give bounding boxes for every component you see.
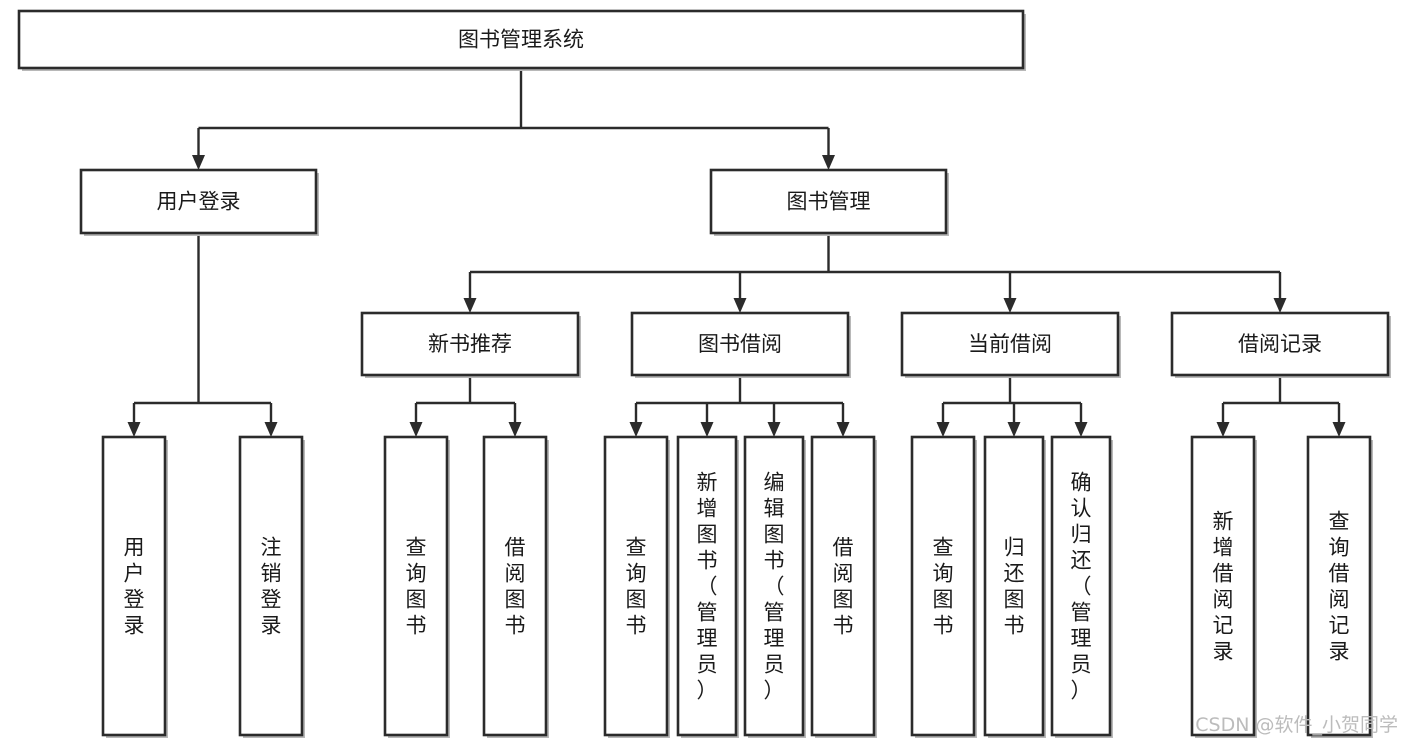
node-label: 查询借阅记录	[1329, 509, 1350, 663]
node-rect	[238, 435, 304, 737]
node-rect	[1050, 435, 1112, 737]
node-label: 归还图书	[1004, 535, 1025, 637]
node-leaf-query-book-recommend[interactable]: 查询图书	[383, 435, 450, 738]
edge-user-login-arrow-0	[127, 422, 141, 437]
node-leaf-query-borrow-record[interactable]: 查询借阅记录	[1306, 435, 1373, 738]
edge-current-borrow-arrow-1	[1007, 422, 1021, 437]
node-label: 用户登录	[157, 190, 241, 214]
edge-new-book-recommend-arrow-0	[409, 422, 423, 437]
edge-user-login-arrow-1	[264, 422, 278, 437]
edge-book-manage-arrow-3	[1273, 298, 1287, 313]
node-rect	[630, 311, 850, 377]
node-leaf-query-book-borrow[interactable]: 查询图书	[603, 435, 670, 738]
node-leaf-borrow-book[interactable]: 借阅图书	[810, 435, 877, 738]
node-label: 图书管理系统	[458, 28, 584, 52]
node-new-book-recommend[interactable]: 新书推荐	[360, 311, 581, 378]
node-leaf-confirm-return[interactable]: 确认归还（管理员）	[1050, 435, 1113, 738]
edge-root-arrow-1	[822, 155, 835, 170]
node-rect	[983, 435, 1045, 737]
node-rect	[1306, 435, 1372, 737]
node-label: 借阅图书	[833, 535, 854, 637]
node-label: 注销登录	[261, 535, 282, 637]
node-rect	[101, 435, 167, 737]
node-label: 查询图书	[406, 535, 427, 637]
node-leaf-edit-book[interactable]: 编辑图书（管理员）	[743, 435, 806, 738]
node-rect	[17, 9, 1025, 70]
node-rect	[603, 435, 669, 737]
node-label: 新增借阅记录	[1213, 509, 1234, 663]
edge-new-book-recommend-arrow-1	[508, 422, 522, 437]
node-root[interactable]: 图书管理系统	[17, 9, 1026, 71]
node-label: 编辑图书（管理员）	[764, 470, 785, 702]
node-rect	[900, 311, 1120, 377]
node-leaf-user-login[interactable]: 用户登录	[101, 435, 168, 738]
edge-borrow-record-arrow-0	[1216, 422, 1230, 437]
node-rect	[1170, 311, 1390, 377]
node-current-borrow[interactable]: 当前借阅	[900, 311, 1121, 378]
node-label: 新增图书（管理员）	[697, 470, 718, 702]
nodes-layer: 图书管理系统用户登录图书管理新书推荐图书借阅当前借阅借阅记录用户登录注销登录查询…	[17, 9, 1391, 738]
node-leaf-user-logout[interactable]: 注销登录	[238, 435, 305, 738]
node-label: 借阅记录	[1238, 332, 1322, 356]
node-rect	[482, 435, 548, 737]
node-label: 借阅图书	[505, 535, 526, 637]
node-rect	[79, 168, 318, 235]
node-rect	[360, 311, 580, 377]
node-leaf-query-book-current[interactable]: 查询图书	[910, 435, 977, 738]
node-label: 查询图书	[626, 535, 647, 637]
csdn-watermark: CSDN @软件_小贺同学	[1195, 714, 1398, 736]
node-leaf-return-book[interactable]: 归还图书	[983, 435, 1046, 738]
node-leaf-add-book[interactable]: 新增图书（管理员）	[676, 435, 739, 738]
node-leaf-borrow-book-recommend[interactable]: 借阅图书	[482, 435, 549, 738]
edge-book-manage-arrow-1	[733, 298, 747, 313]
node-rect	[910, 435, 976, 737]
node-rect	[810, 435, 876, 737]
node-rect	[676, 435, 738, 737]
edge-book-borrow-arrow-0	[629, 422, 643, 437]
edge-book-borrow-arrow-1	[700, 422, 714, 437]
node-leaf-add-borrow-record[interactable]: 新增借阅记录	[1190, 435, 1257, 738]
node-user-login[interactable]: 用户登录	[79, 168, 319, 236]
node-label: 图书管理	[787, 190, 871, 214]
node-label: 图书借阅	[698, 332, 782, 356]
node-book-manage[interactable]: 图书管理	[709, 168, 949, 236]
edge-root-arrow-0	[192, 155, 205, 170]
edge-book-manage-arrow-0	[463, 298, 477, 313]
edge-book-borrow-arrow-2	[767, 422, 781, 437]
connector-edges-layer	[127, 68, 1346, 437]
node-label: 当前借阅	[968, 332, 1052, 356]
edge-book-borrow-arrow-3	[836, 422, 850, 437]
edge-current-borrow-arrow-0	[936, 422, 950, 437]
node-label: 新书推荐	[428, 332, 512, 356]
node-book-borrow[interactable]: 图书借阅	[630, 311, 851, 378]
edge-borrow-record-arrow-1	[1332, 422, 1346, 437]
node-label: 确认归还（管理员）	[1071, 470, 1092, 702]
node-label: 用户登录	[124, 535, 145, 637]
edge-current-borrow-arrow-2	[1074, 422, 1088, 437]
node-rect	[709, 168, 948, 235]
node-label: 查询图书	[933, 535, 954, 637]
node-rect	[1190, 435, 1256, 737]
node-rect	[383, 435, 449, 737]
edge-book-manage-arrow-2	[1003, 298, 1017, 313]
node-rect	[743, 435, 805, 737]
node-borrow-record[interactable]: 借阅记录	[1170, 311, 1391, 378]
